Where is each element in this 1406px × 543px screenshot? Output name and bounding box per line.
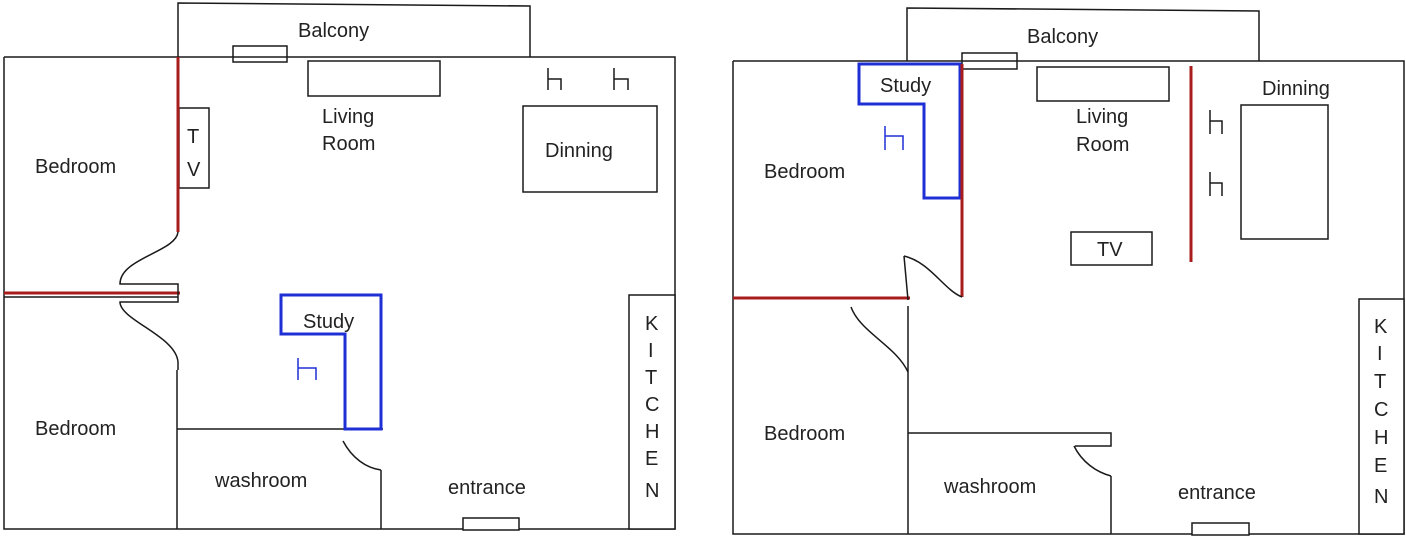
dining-label: Dinning <box>1262 78 1330 100</box>
chair-icon <box>1209 110 1223 134</box>
washroom-label: washroom <box>943 476 1036 498</box>
kitchen-letter: I <box>648 340 654 362</box>
kitchen-letter: C <box>1374 399 1388 421</box>
study-label: Study <box>880 75 931 97</box>
bedroom-top-label: Bedroom <box>35 156 116 178</box>
bedroom-bottom-label: Bedroom <box>35 418 116 440</box>
study-label: Study <box>303 311 354 333</box>
entrance-door <box>1191 522 1250 536</box>
chair-icon <box>547 68 562 90</box>
bedroom-top-label: Bedroom <box>764 161 845 183</box>
bedroom-door-top <box>119 231 179 370</box>
washroom-wall <box>176 370 383 529</box>
balcony-label: Balcony <box>298 20 369 42</box>
kitchen-letter: H <box>1374 427 1388 449</box>
dining-table <box>1240 104 1329 240</box>
living-room-label-line2: Room <box>322 133 375 155</box>
tv-unit <box>178 107 210 189</box>
kitchen-letter: K <box>645 313 659 335</box>
chair-icon <box>1209 172 1223 196</box>
dining-label: Dinning <box>545 140 613 162</box>
kitchen-letter: T <box>645 367 657 389</box>
washroom-door <box>342 440 382 471</box>
tv-unit <box>1070 231 1153 266</box>
tv-label-line1: T <box>187 126 199 148</box>
kitchen-letter: E <box>1374 455 1387 477</box>
kitchen-letter: C <box>645 394 659 416</box>
washroom-door <box>1073 445 1112 477</box>
entrance-label: entrance <box>1178 482 1256 504</box>
chair-icon <box>613 68 629 90</box>
study-chair-icon <box>297 358 317 380</box>
living-room-sofa <box>307 60 441 97</box>
dining-table <box>522 105 658 193</box>
study-desk <box>857 62 962 200</box>
study-chair-icon <box>884 126 904 150</box>
bedroom-bottom-label: Bedroom <box>764 423 845 445</box>
living-room-label-line1: Living <box>1076 106 1128 128</box>
tv-label: TV <box>1097 239 1123 261</box>
kitchen-counter <box>1358 298 1405 535</box>
bedroom-door-jamb <box>903 255 909 301</box>
washroom-label: washroom <box>214 470 307 492</box>
balcony-label: Balcony <box>1027 26 1098 48</box>
bedroom-door-bottom <box>850 306 909 373</box>
washroom-wall <box>908 432 1112 534</box>
kitchen-letter: N <box>1374 486 1388 508</box>
floor-plan-left: Balcony Living Room Dinning T V Bedroom … <box>3 2 676 531</box>
entrance-label: entrance <box>448 477 526 499</box>
kitchen-counter <box>628 294 676 530</box>
study-desk <box>279 293 383 431</box>
kitchen-label: K I T C H E N <box>645 313 659 502</box>
living-room-label-line1: Living <box>322 106 374 128</box>
balcony-outline <box>177 2 531 57</box>
kitchen-letter: H <box>645 421 659 443</box>
kitchen-letter: N <box>645 480 659 502</box>
living-room-label-line2: Room <box>1076 134 1129 156</box>
floor-plan-right: Balcony Study Living Room TV Dinning Bed… <box>732 7 1405 536</box>
kitchen-letter: K <box>1374 316 1388 338</box>
bedroom-door-top <box>903 255 963 298</box>
kitchen-letter: E <box>645 448 658 470</box>
tv-label-line2: V <box>187 159 201 181</box>
entrance-door <box>462 517 520 531</box>
balcony-door <box>232 45 288 63</box>
balcony-outline <box>906 7 1260 61</box>
living-room-sofa <box>1036 66 1170 102</box>
kitchen-letter: T <box>1374 371 1386 393</box>
kitchen-label: K I T C H E N <box>1374 316 1388 508</box>
kitchen-letter: I <box>1377 343 1383 365</box>
